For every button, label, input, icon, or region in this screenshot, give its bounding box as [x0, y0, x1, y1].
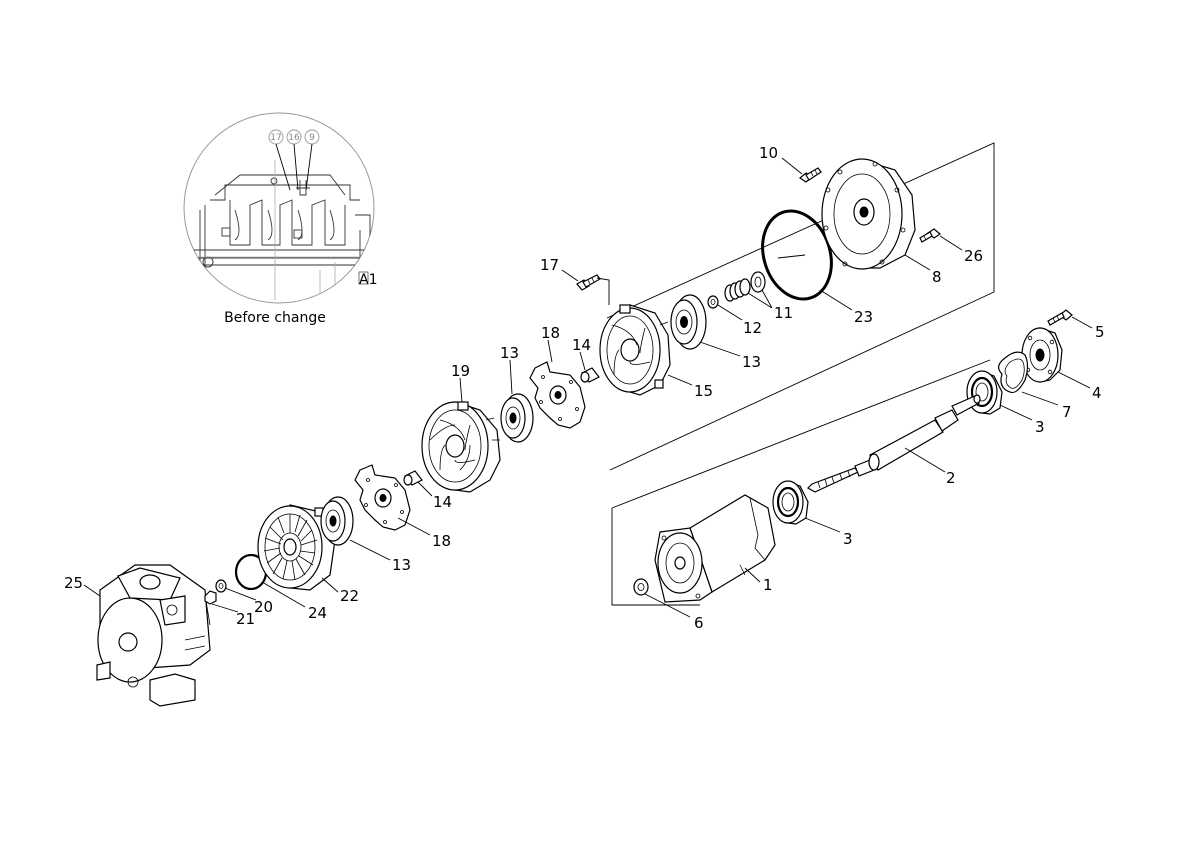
- label-13-upper: 13: [742, 353, 761, 371]
- label-20: 20: [254, 598, 273, 616]
- part-14-sleeve-upper: [580, 367, 600, 383]
- part-19-stage-casing: [421, 401, 501, 493]
- label-7: 7: [1062, 403, 1072, 421]
- label-3-lower: 3: [843, 530, 853, 548]
- part-5-screw: [1047, 309, 1073, 326]
- label-14-upper: 14: [572, 336, 591, 354]
- part-18-plate-upper: [529, 361, 586, 429]
- part-25-casing: [96, 564, 211, 707]
- label-22: 22: [340, 587, 359, 605]
- label-13-middle: 13: [500, 344, 519, 362]
- part-11-mechanical-seal: [724, 271, 766, 302]
- label-8: 8: [932, 268, 942, 286]
- part-7-gasket: [998, 351, 1029, 394]
- part-12-washer: [707, 295, 719, 309]
- callout-9-text: 9: [309, 133, 315, 143]
- part-15-stage-casing: [599, 304, 671, 396]
- part-18-plate-lower: [354, 464, 411, 531]
- detail-cross-section: [185, 160, 374, 300]
- label-17: 17: [540, 256, 559, 274]
- label-14-lower: 14: [433, 493, 452, 511]
- label-5: 5: [1095, 323, 1105, 341]
- callout-16-text: 16: [288, 133, 300, 143]
- part-26-screw: [919, 228, 942, 243]
- part-6-deflector: [633, 578, 649, 596]
- label-2: 2: [946, 469, 956, 487]
- detail-view-label: A1: [359, 272, 377, 288]
- label-3-upper: 3: [1035, 418, 1045, 436]
- label-4: 4: [1092, 384, 1102, 402]
- label-12: 12: [743, 319, 762, 337]
- part-3-bearing-lower: [772, 480, 809, 525]
- part-21-nut: [204, 590, 217, 605]
- part-14-sleeve-lower: [403, 470, 423, 486]
- label-24: 24: [308, 604, 327, 622]
- label-11: 11: [774, 304, 793, 322]
- label-15: 15: [694, 382, 713, 400]
- label-1: 1: [763, 576, 773, 594]
- part-2-shaft: [807, 394, 981, 493]
- label-23: 23: [854, 308, 873, 326]
- part-13-impeller-middle: [500, 393, 534, 443]
- part-10-screw: [798, 167, 822, 183]
- label-19: 19: [451, 362, 470, 380]
- label-26: 26: [964, 247, 983, 265]
- part-20-washer: [215, 579, 227, 593]
- detail-circle: [183, 112, 375, 304]
- detail-caption: Before change: [224, 310, 326, 326]
- part-1-bearing-bracket: [654, 494, 776, 603]
- label-6: 6: [694, 614, 704, 632]
- detail-view-inset: 17 16 9 A1 Before change: [183, 112, 377, 326]
- part-4-bearing-cover: [1021, 327, 1063, 383]
- label-10: 10: [759, 144, 778, 162]
- label-13-lower: 13: [392, 556, 411, 574]
- assembly-envelope: [606, 142, 995, 606]
- part-8-bracket-cover: [821, 158, 916, 270]
- label-21: 21: [236, 610, 255, 628]
- label-25: 25: [64, 574, 83, 592]
- part-17-screw: [576, 274, 601, 291]
- part-13-impeller-upper: [670, 294, 707, 350]
- label-18-upper: 18: [541, 324, 560, 342]
- part-13-impeller-lower: [320, 496, 354, 546]
- label-18-lower: 18: [432, 532, 451, 550]
- part-3-bearing-upper: [966, 370, 1003, 415]
- callout-17-text: 17: [270, 133, 281, 143]
- view-marker: [358, 271, 369, 285]
